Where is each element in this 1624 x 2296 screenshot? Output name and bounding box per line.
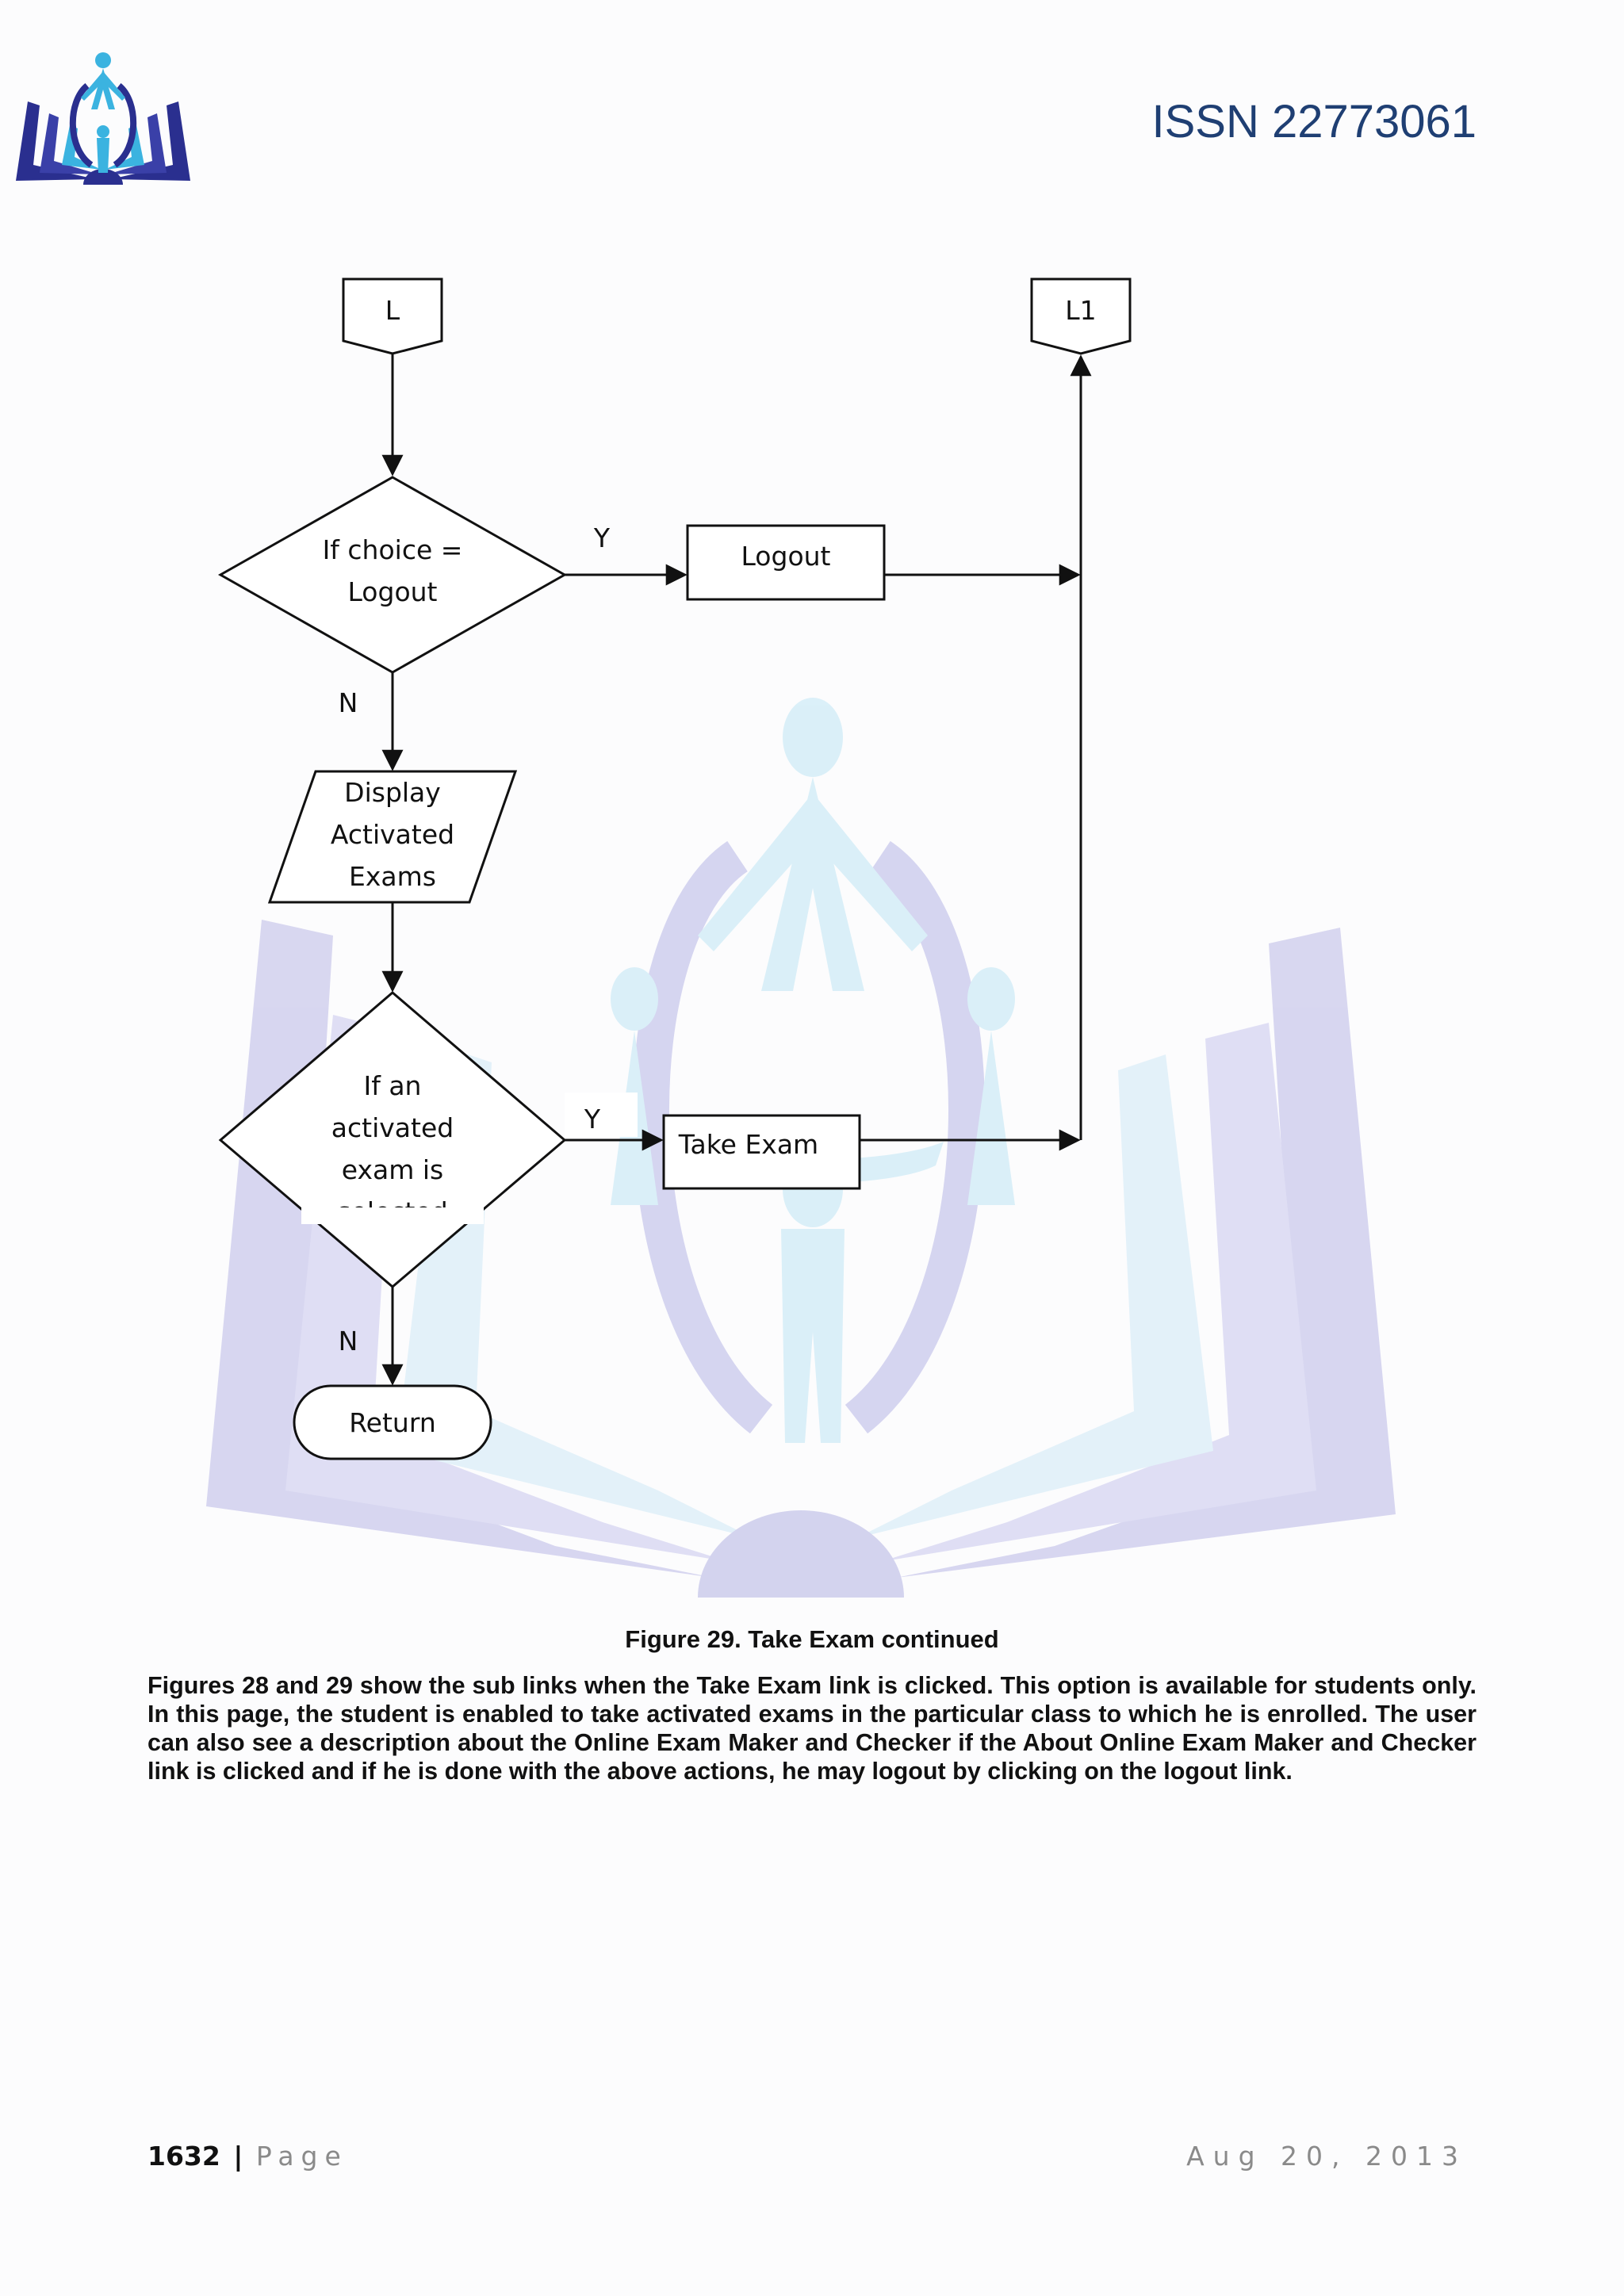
io-display-line3: Exams bbox=[349, 861, 436, 892]
process-logout-shape bbox=[686, 524, 886, 601]
process-logout-label: Logout bbox=[741, 541, 831, 572]
label-no-1: N bbox=[339, 687, 358, 718]
body-paragraph: Figures 28 and 29 show the sub links whe… bbox=[147, 1672, 1477, 1785]
decision-logout-line1: If choice = bbox=[323, 534, 463, 565]
io-display-line1: Display bbox=[344, 777, 441, 808]
figure-caption: Figure 29. Take Exam continued bbox=[625, 1625, 999, 1653]
io-display-shape bbox=[267, 770, 518, 904]
decision-exam-line3: exam is bbox=[342, 1154, 443, 1185]
journal-logo bbox=[16, 52, 190, 185]
io-display-line2: Activated bbox=[331, 819, 454, 850]
decision-exam-line2: activated bbox=[331, 1112, 454, 1143]
footer-page-info: 1632 | Page bbox=[147, 2141, 348, 2172]
terminal-return-label: Return bbox=[349, 1407, 436, 1438]
label-no-2: N bbox=[339, 1326, 358, 1357]
page-word: Page bbox=[255, 2141, 348, 2172]
label-yes-1: Y bbox=[593, 522, 611, 553]
page-number: 1632 bbox=[147, 2141, 220, 2172]
connector-l1-shape bbox=[1030, 277, 1132, 355]
footer-date: Aug 20, 2013 bbox=[1186, 2141, 1467, 2172]
terminal-return-shape bbox=[293, 1384, 492, 1460]
connector-l1-label: L1 bbox=[1065, 295, 1096, 326]
footer-separator: | bbox=[233, 2141, 243, 2172]
process-take-exam-label: Take Exam bbox=[678, 1129, 818, 1160]
issn-label: ISSN 22773061 bbox=[1151, 96, 1477, 147]
connector-l-shape bbox=[342, 277, 443, 355]
decision-exam-line4: selected bbox=[337, 1196, 447, 1227]
connector-l-label: L bbox=[385, 295, 400, 326]
process-take-exam-shape bbox=[662, 1114, 861, 1190]
decision-logout-shape bbox=[217, 476, 568, 674]
decision-logout-line2: Logout bbox=[348, 576, 438, 607]
decision-exam-line1: If an bbox=[364, 1070, 422, 1101]
label-yes-2: Y bbox=[584, 1104, 601, 1135]
